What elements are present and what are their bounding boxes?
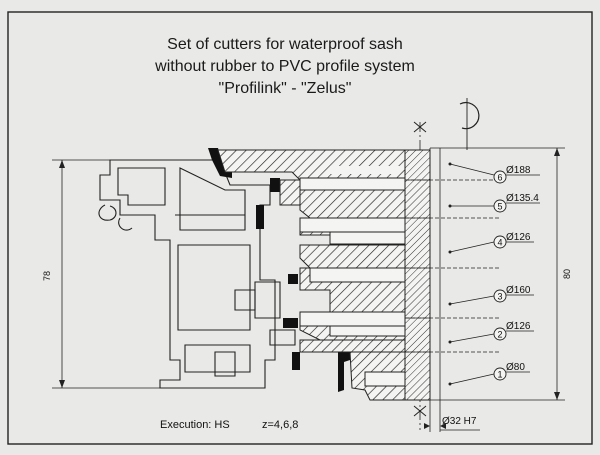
cutter-3-callout: 3 Ø160 <box>448 285 534 306</box>
execution-label: Execution: HS <box>160 419 230 431</box>
bore-dimension: Ø32 H7 <box>424 400 480 432</box>
cutter-5-number: 5 <box>497 202 502 212</box>
cutter-1-diameter: Ø80 <box>506 362 525 373</box>
dimension-78-label: 78 <box>42 271 52 281</box>
cutter-6-diameter: Ø188 <box>506 165 531 176</box>
cutter-2-number: 2 <box>497 330 502 340</box>
dimension-left: 78 <box>42 159 160 389</box>
cutter-1-callout: 1 Ø80 <box>448 362 530 386</box>
cutter-3-diameter: Ø160 <box>506 285 531 296</box>
cutter-stack <box>217 149 431 401</box>
cutter-4-callout: 4 Ø126 <box>448 232 534 254</box>
dimension-80-label: 80 <box>562 269 572 279</box>
cutter-6-number: 6 <box>497 173 502 183</box>
cutter-6-callout: 6 Ø188 <box>448 162 540 184</box>
frame-border <box>7 11 593 445</box>
dimension-right: 80 <box>430 147 572 401</box>
teeth-label: z=4,6,8 <box>262 419 298 431</box>
bore-label: Ø32 H7 <box>442 416 477 427</box>
cutter-4-number: 4 <box>497 238 502 248</box>
cutter-2-diameter: Ø126 <box>506 321 531 332</box>
cutter-lines <box>405 148 441 400</box>
title-line-3: "Profilink" - "Zelus" <box>218 80 352 97</box>
cutter-1-number: 1 <box>497 370 502 380</box>
cutter-3-number: 3 <box>497 292 502 302</box>
title-line-2: without rubber to PVC profile system <box>155 58 415 75</box>
cutter-5-diameter: Ø135.4 <box>506 193 539 204</box>
pvc-profile <box>98 159 296 389</box>
title-line-1: Set of cutters for waterproof sash <box>167 36 403 53</box>
cutter-5-callout: 5 Ø135.4 <box>448 193 540 213</box>
cutter-2-callout: 2 Ø126 <box>448 321 534 344</box>
cutter-4-diameter: Ø126 <box>506 232 531 243</box>
